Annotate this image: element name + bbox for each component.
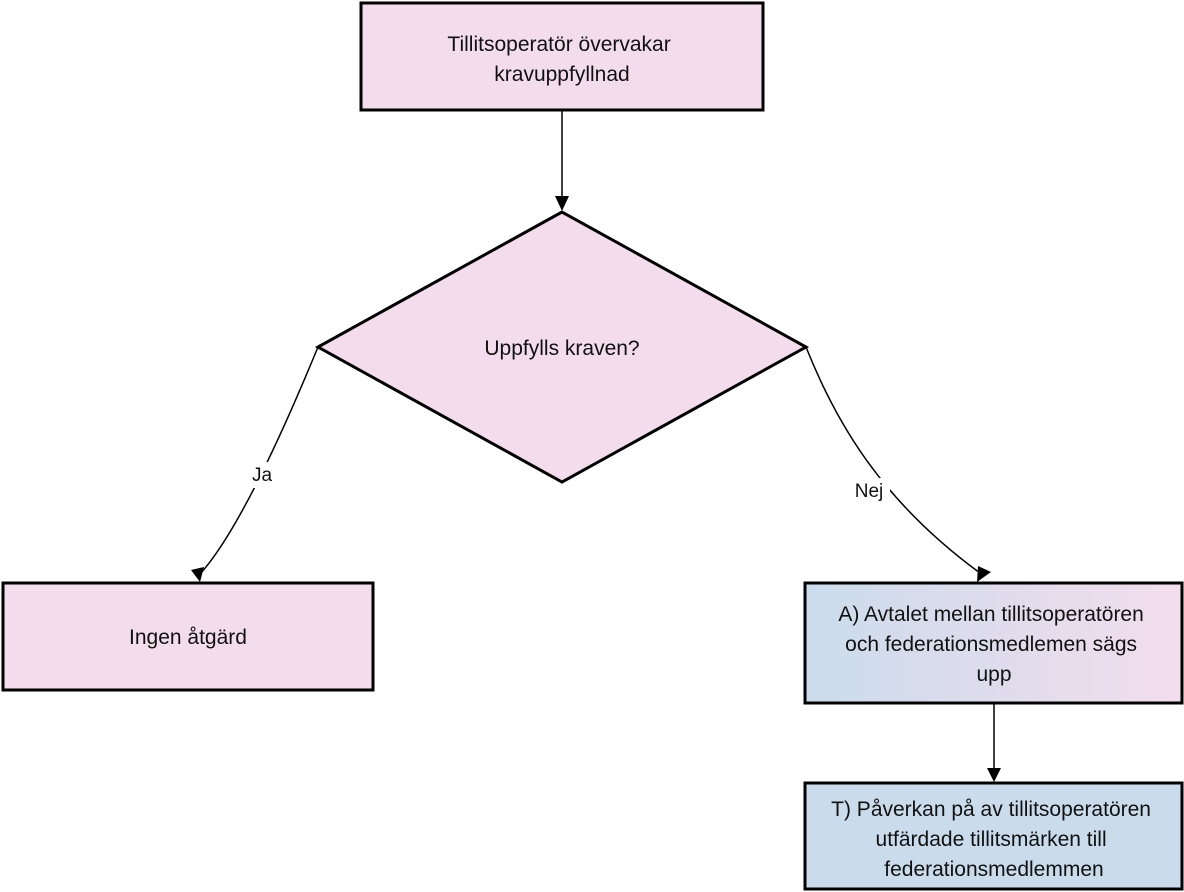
arrowhead-icon — [987, 768, 1001, 782]
edge-monitor-to-decision — [555, 111, 569, 211]
node-impact-line2: utfärdade tillitsmärken till — [876, 828, 1107, 851]
node-terminate-line2: och federationsmedlemen sägs — [845, 633, 1137, 656]
edge-label-yes: Ja — [252, 465, 273, 486]
node-impact-line1: T) Påverkan på av tillitsoperatören — [831, 798, 1151, 821]
node-decision-label: Uppfylls kraven? — [484, 337, 639, 360]
node-terminate: A) Avtalet mellan tillitsoperatören och … — [803, 581, 1184, 705]
node-terminate-line1: A) Avtalet mellan tillitsoperatören — [838, 603, 1143, 626]
node-monitor-line1: Tillitsoperatör övervakar — [447, 33, 670, 56]
edge-terminate-to-impact — [987, 703, 1001, 782]
node-no-action: Ingen åtgärd — [1, 581, 375, 692]
arrowhead-icon — [191, 567, 204, 582]
node-impact: T) Påverkan på av tillitsoperatören utfä… — [803, 781, 1184, 891]
node-impact-label: T) Påverkan på av tillitsoperatören utfä… — [831, 798, 1157, 881]
node-terminate-label: A) Avtalet mellan tillitsoperatören och … — [838, 603, 1149, 686]
arrowhead-icon — [555, 196, 569, 211]
node-no-action-label: Ingen åtgärd — [129, 626, 247, 649]
node-terminate-line3: upp — [976, 663, 1011, 686]
node-monitor-label: Tillitsoperatör övervakar kravuppfyllnad — [447, 33, 676, 86]
edge-decision-to-terminate: Nej — [805, 346, 991, 582]
node-monitor: Tillitsoperatör övervakar kravuppfyllnad — [359, 1, 765, 112]
node-impact-line3: federationsmedlemmen — [884, 858, 1103, 881]
node-decision: Uppfylls kraven? — [314, 210, 810, 484]
arrowhead-icon — [977, 566, 991, 582]
edge-decision-to-no-action: Ja — [191, 346, 319, 582]
edge-label-no: Nej — [855, 481, 884, 502]
node-monitor-line2: kravuppfyllnad — [494, 63, 629, 86]
